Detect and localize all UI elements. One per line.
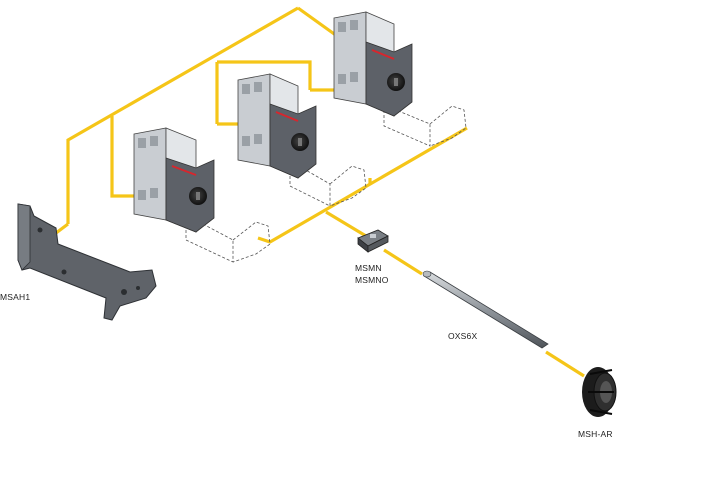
mounting-bracket bbox=[17, 203, 157, 321]
motor-starter-1 bbox=[133, 127, 215, 233]
handle bbox=[582, 367, 617, 417]
motor-starter-3 bbox=[333, 11, 413, 117]
label-msah1: MSAH1 bbox=[0, 292, 31, 302]
label-oxs6x: OXS6X bbox=[448, 331, 478, 341]
connector-lines bbox=[51, 6, 585, 378]
motor-starter-2 bbox=[237, 73, 317, 179]
shaft bbox=[422, 270, 549, 349]
dashed-outlines bbox=[185, 104, 467, 263]
label-msmn: MSMN bbox=[355, 263, 382, 273]
auxiliary-contact bbox=[357, 229, 389, 253]
label-msh-ar: MSH-AR bbox=[578, 429, 613, 439]
label-msmno: MSMNO bbox=[355, 275, 389, 285]
